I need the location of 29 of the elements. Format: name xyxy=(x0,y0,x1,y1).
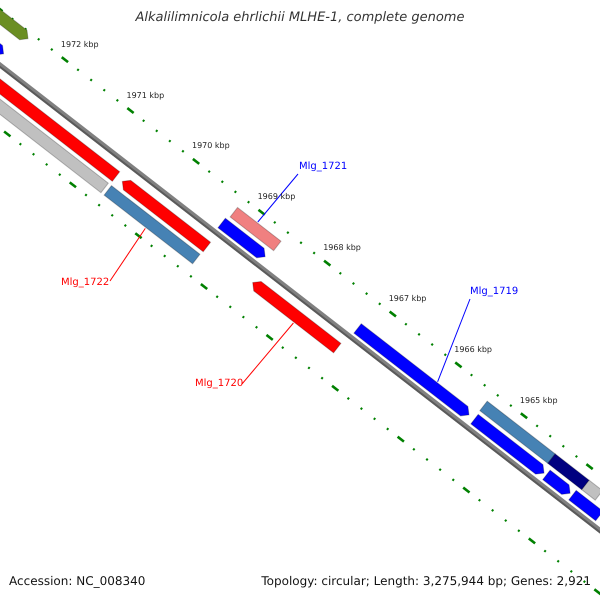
gene-block xyxy=(542,469,571,495)
leader-line xyxy=(257,174,298,222)
gene-block xyxy=(217,218,266,258)
gene-block xyxy=(252,280,342,354)
gene-label: Mlg_1721 xyxy=(299,161,348,172)
scale-label: 1970 kbp xyxy=(192,141,230,150)
scale-label: 1971 kbp xyxy=(126,90,164,100)
scale-label: 1968 kbp xyxy=(323,243,361,252)
gene-block xyxy=(547,453,590,490)
scale-label: 1972 kbp xyxy=(60,40,99,49)
gene-label: Mlg_1720 xyxy=(195,378,244,389)
scale-label: 1965 kbp xyxy=(520,396,558,405)
gene-block xyxy=(581,480,600,501)
gene-block xyxy=(122,180,212,252)
footer-text: Topology: circular; Length: 3,275,944 bp; Genes: 2,921 xyxy=(261,574,591,588)
leader-line xyxy=(242,322,294,384)
gene-label: Mlg_1722 xyxy=(61,277,110,288)
scale-label: 1966 kbp xyxy=(454,344,492,354)
gene-label: Mlg_1719 xyxy=(470,286,518,297)
gene-block xyxy=(568,490,600,522)
leader-line xyxy=(110,228,146,282)
gene-block xyxy=(229,206,282,252)
gene-block xyxy=(103,184,201,264)
diagram-title: Alkalilimnicola ehrlichii MLHE-1, complete genome xyxy=(134,10,466,25)
leader-line xyxy=(437,298,470,382)
gene-block xyxy=(470,414,545,475)
scale-label: 1967 kbp xyxy=(388,294,426,304)
footer-text: Accession: NC_008340 xyxy=(9,574,146,588)
scale-label: 1969 kbp xyxy=(258,192,296,202)
